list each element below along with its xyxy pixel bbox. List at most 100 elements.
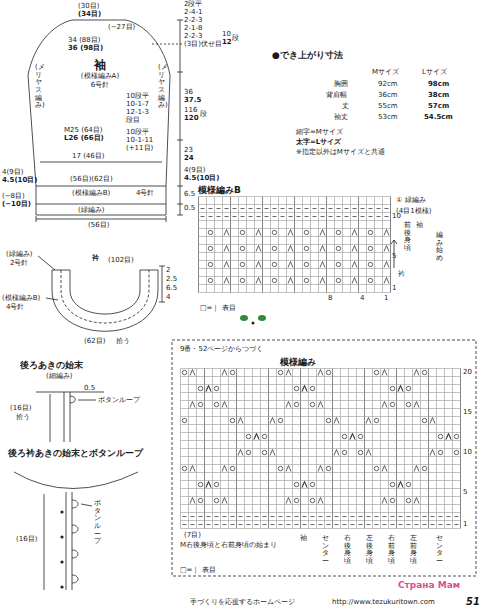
annotation: 2号針 [10, 259, 28, 267]
annotation: 10段平 [126, 92, 149, 100]
button-loop [72, 500, 78, 583]
annotation: □=｜ 表目 [200, 304, 236, 312]
part-heading: 模様編み [180, 356, 461, 368]
annotation: M右後身頃と右前身頃の始まり [180, 541, 280, 549]
annotation: 右前身頃 [388, 535, 395, 566]
annotation: (62目) [84, 337, 105, 345]
annotation: 4号針 [6, 303, 24, 311]
annotation: 手づくりを応援するホームページ [190, 598, 295, 606]
annotation: 段 [232, 34, 239, 42]
annotation: 37.5 [184, 96, 201, 104]
annotation: ① 緑編み [396, 196, 426, 204]
button-loop [70, 396, 75, 403]
annotation: 2-4-1 [184, 8, 202, 16]
dimension-line [177, 20, 183, 215]
annotation: (−10目) [2, 200, 31, 208]
annotation: センター [322, 535, 329, 566]
annotation: 10-1-11 [126, 136, 153, 144]
annotation: 前後身頃 [404, 222, 411, 253]
annotation: 1 [384, 294, 388, 302]
chart-grid [180, 368, 461, 529]
annotation: センター [436, 535, 443, 566]
annotation: 5 [463, 488, 467, 496]
annotation: (+11目) [126, 144, 153, 152]
annotation: (102目) [108, 256, 134, 264]
annotation: 10 [222, 30, 231, 38]
annotation: 9番・52ページからつづく [180, 345, 263, 353]
annotation: http://www.tezukuritown.com [332, 598, 435, 606]
dimension-line [36, 162, 166, 222]
annotation: 2-2-3 [184, 16, 202, 24]
annotation: 後ろ衿あきの始末とボタンループ [8, 448, 143, 458]
annotation: 0.5 [184, 204, 195, 212]
annotation: 24 [184, 154, 194, 162]
sleeve-outline [28, 20, 170, 215]
annotation: 6.5 [166, 284, 177, 292]
annotation: 丈 [342, 102, 349, 110]
annotation: 98cm [428, 80, 449, 88]
annotation: 段目 [126, 116, 140, 124]
annotation: 120 [184, 114, 199, 122]
annotation: (緑編み) [6, 250, 32, 258]
annotation: 116 [184, 106, 197, 114]
annotation: 太字=Lサイズ [296, 138, 341, 146]
annotation: M25 (64目) [64, 126, 103, 134]
annotation: 4.5(10目) [2, 176, 38, 184]
annotation: (緑編み) [78, 206, 104, 214]
leader-line [81, 504, 92, 506]
annotation: 12-1-3 [126, 108, 149, 116]
annotation: 92cm [378, 80, 398, 88]
annotation: 2-1-8 [184, 24, 202, 32]
part-note: (模様編みA) [60, 72, 140, 81]
annotation: (56目) [88, 221, 109, 229]
collar-band-line [61, 270, 149, 323]
annotation: 左後身頃 [366, 535, 373, 566]
annotation: (メリヤス編み) [35, 64, 42, 110]
annotation: 8 [328, 294, 332, 302]
annotation: 54.5cm [424, 113, 453, 121]
annotation: (−27目) [108, 23, 135, 31]
leader-line [150, 44, 182, 45]
annotation: 衿 [92, 254, 99, 262]
annotation: ボタンループ [94, 500, 101, 546]
chart-frame [172, 340, 476, 576]
annotation: 15 [463, 408, 472, 416]
annotation: 36cm [378, 91, 398, 99]
annotation: 53cm [378, 113, 398, 121]
watermark: Страна Мам [398, 580, 460, 591]
annotation: □=｜ 表目 [180, 566, 216, 574]
annotation: (56目)(62目) [70, 175, 113, 183]
annotation: 右後身頃 [344, 535, 351, 566]
annotation: 袖丈 [334, 113, 348, 121]
annotation: 4.5(10目) [184, 174, 220, 182]
leader-line [38, 256, 165, 302]
annotation: (−8目) [2, 192, 25, 200]
neckline [36, 392, 104, 442]
annotation: 12 [222, 38, 232, 46]
annotation: ※指定以外はMサイズと共通 [296, 148, 385, 156]
band-line [36, 186, 166, 204]
annotation: Lサイズ [422, 68, 447, 76]
annotation: 拾う [116, 337, 130, 345]
annotation: 10 [392, 212, 401, 220]
annotation: (30目) [78, 2, 99, 10]
part-heading: 袖 [60, 58, 140, 72]
annotation: 10-1-7 [126, 100, 149, 108]
annotation: 袖 [416, 222, 423, 230]
knitting-chart: 模様編み [180, 356, 461, 529]
annotation: 胸囲 [334, 80, 348, 88]
annotation: 2.5 [166, 275, 177, 283]
annotation: 背肩幅 [326, 91, 347, 99]
annotation: 51 [466, 596, 480, 607]
annotation: 4(9目) [184, 166, 205, 174]
sleeve-shape: 袖(模様編みA)6号針 [60, 58, 140, 90]
annotation: 2段平 [184, 0, 202, 8]
annotation: (模様編みB) [2, 294, 40, 302]
annotation: 4 [360, 294, 364, 302]
annotation: 6.5 [184, 190, 195, 198]
annotation: 0.5 [84, 384, 95, 392]
annotation: 衿 [398, 270, 405, 278]
annotation: (16目) [10, 404, 31, 412]
annotation: 36 [184, 88, 193, 96]
